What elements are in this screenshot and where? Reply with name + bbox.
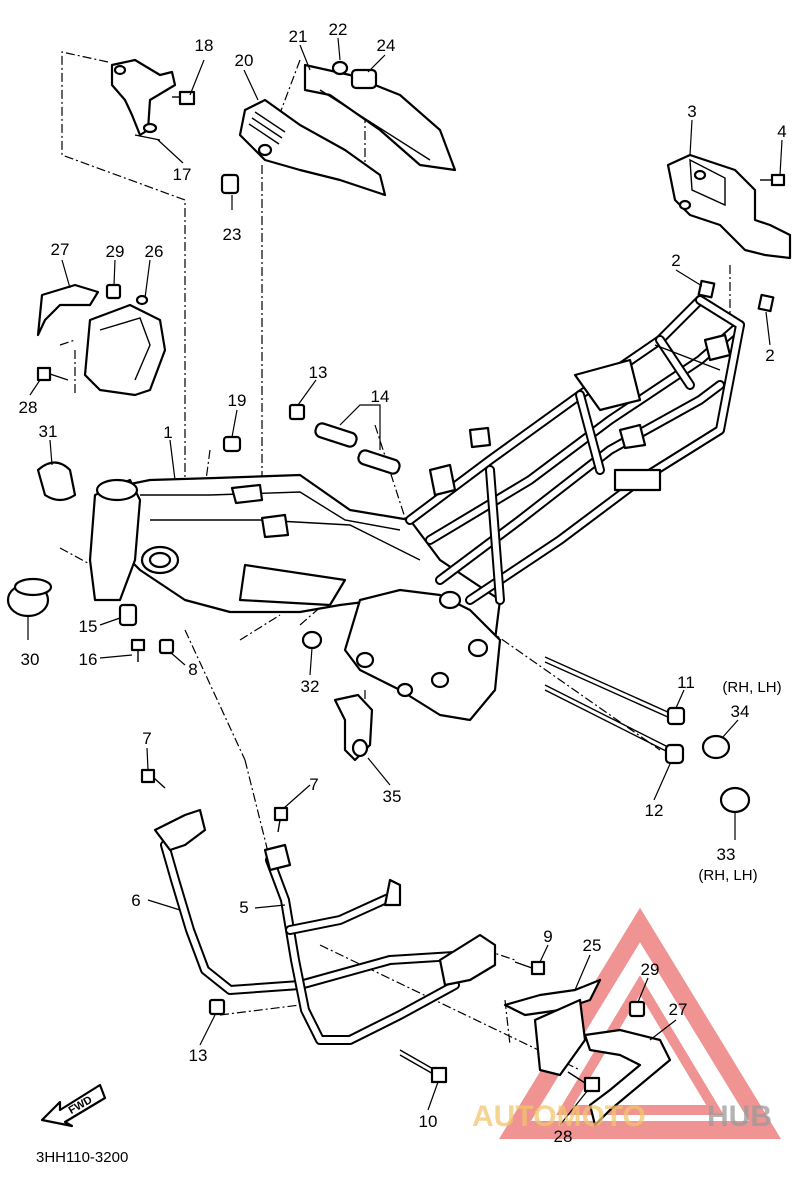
callout-20: 20 bbox=[235, 51, 254, 70]
part-24-damper bbox=[350, 68, 378, 90]
part-17-bracket bbox=[110, 58, 177, 141]
callout-34: 34 bbox=[731, 702, 750, 721]
part-31-cap bbox=[36, 461, 77, 502]
callout-22: 22 bbox=[329, 20, 348, 39]
callout-6: 6 bbox=[131, 891, 140, 910]
callout-28b: 28 bbox=[554, 1127, 573, 1146]
callout-13b: 13 bbox=[189, 1046, 208, 1065]
callout-27a: 27 bbox=[51, 240, 70, 259]
callout-31: 31 bbox=[39, 422, 58, 441]
callout-25: 25 bbox=[583, 936, 602, 955]
callout-29b: 29 bbox=[641, 960, 660, 979]
watermark-text-part1: AUTOMOTO bbox=[472, 1100, 646, 1133]
callout-15: 15 bbox=[79, 617, 98, 636]
callout-1: 1 bbox=[163, 423, 172, 442]
part-26-bracket-left bbox=[83, 294, 167, 397]
part-8-nut bbox=[158, 638, 175, 655]
part-13-nut-top bbox=[288, 403, 306, 421]
callout-17: 17 bbox=[173, 165, 192, 184]
part-28-bolt-left bbox=[36, 366, 69, 382]
callout-16: 16 bbox=[79, 650, 98, 669]
part-27-bracket-left bbox=[36, 283, 100, 337]
callout-30: 30 bbox=[21, 650, 40, 669]
part-3-bracket bbox=[666, 153, 792, 260]
part-7-bolt-a bbox=[140, 768, 166, 789]
part-19-nut bbox=[222, 435, 242, 453]
callout-28a: 28 bbox=[19, 398, 38, 417]
callout-5: 5 bbox=[239, 898, 248, 917]
callout-13a: 13 bbox=[309, 363, 328, 382]
rh-lh-note-top: (RH, LH) bbox=[722, 679, 781, 696]
callout-35: 35 bbox=[383, 787, 402, 806]
watermark-text-part2: HUB bbox=[707, 1100, 772, 1133]
rh-lh-note-bottom: (RH, LH) bbox=[698, 867, 757, 884]
part-30-cap bbox=[6, 577, 53, 618]
callout-18: 18 bbox=[195, 36, 214, 55]
callout-labels: 1 2 2 3 4 5 6 7 7 8 9 10 11 12 13 13 14 … bbox=[19, 20, 787, 1146]
part-27-bracket-right bbox=[583, 1028, 672, 1127]
part-10-bolt bbox=[399, 1049, 448, 1084]
callout-29a: 29 bbox=[106, 242, 125, 261]
callout-23: 23 bbox=[223, 225, 242, 244]
callout-9: 9 bbox=[543, 927, 552, 946]
part-11-bolt bbox=[544, 656, 686, 726]
callout-10: 10 bbox=[419, 1112, 438, 1131]
part-5-cradle bbox=[263, 843, 460, 1045]
callout-8: 8 bbox=[188, 660, 197, 679]
part-2-nut-a bbox=[697, 279, 716, 299]
part-16-bolt bbox=[130, 638, 146, 662]
part-32-cap bbox=[301, 630, 323, 650]
callout-33: 33 bbox=[717, 845, 736, 864]
callout-2a: 2 bbox=[671, 251, 680, 270]
part-12-bolt bbox=[544, 684, 685, 765]
part-28-bolt-right bbox=[567, 1071, 601, 1093]
callout-19: 19 bbox=[228, 391, 247, 410]
part-7-bolt-b bbox=[273, 806, 289, 833]
callout-26: 26 bbox=[145, 242, 164, 261]
callout-2b: 2 bbox=[765, 346, 774, 365]
main-frame bbox=[88, 295, 745, 722]
part-13-nut-bottom bbox=[208, 998, 226, 1016]
callout-7a: 7 bbox=[142, 729, 151, 748]
part-35-bracket bbox=[333, 693, 374, 762]
part-cradle-bracket-right bbox=[438, 933, 497, 987]
part-6-cradle bbox=[153, 808, 475, 995]
fwd-arrow: FWD bbox=[40, 1083, 107, 1128]
part-15-damper bbox=[118, 603, 138, 627]
diagram-code: 3HH110-3200 bbox=[36, 1149, 128, 1166]
part-29-nut-left bbox=[105, 283, 122, 300]
part-33-cap bbox=[719, 786, 751, 814]
part-2-nut-b bbox=[757, 293, 775, 313]
part-34-cap bbox=[701, 734, 731, 760]
callout-32: 32 bbox=[301, 677, 320, 696]
callout-4: 4 bbox=[777, 122, 786, 141]
part-4-bolt bbox=[760, 173, 786, 187]
part-29-nut-right bbox=[628, 1000, 646, 1018]
part-25-bracket-right bbox=[503, 978, 602, 1077]
callout-14: 14 bbox=[371, 387, 390, 406]
callout-27b: 27 bbox=[669, 1000, 688, 1019]
part-23-grommet bbox=[220, 173, 240, 195]
part-9-bolt bbox=[514, 960, 546, 976]
part-20-seat-bracket bbox=[238, 98, 387, 197]
callout-12: 12 bbox=[645, 801, 664, 820]
callout-21: 21 bbox=[289, 27, 308, 46]
part-22-grommet bbox=[331, 60, 349, 76]
callout-24: 24 bbox=[377, 36, 396, 55]
leader-lines bbox=[27, 37, 783, 1126]
callout-7b: 7 bbox=[309, 775, 318, 794]
watermark-text: AUTOMOTO HUB bbox=[472, 1100, 772, 1133]
callout-11: 11 bbox=[677, 673, 695, 692]
callout-3: 3 bbox=[687, 102, 696, 121]
part-14-collars bbox=[314, 422, 401, 475]
